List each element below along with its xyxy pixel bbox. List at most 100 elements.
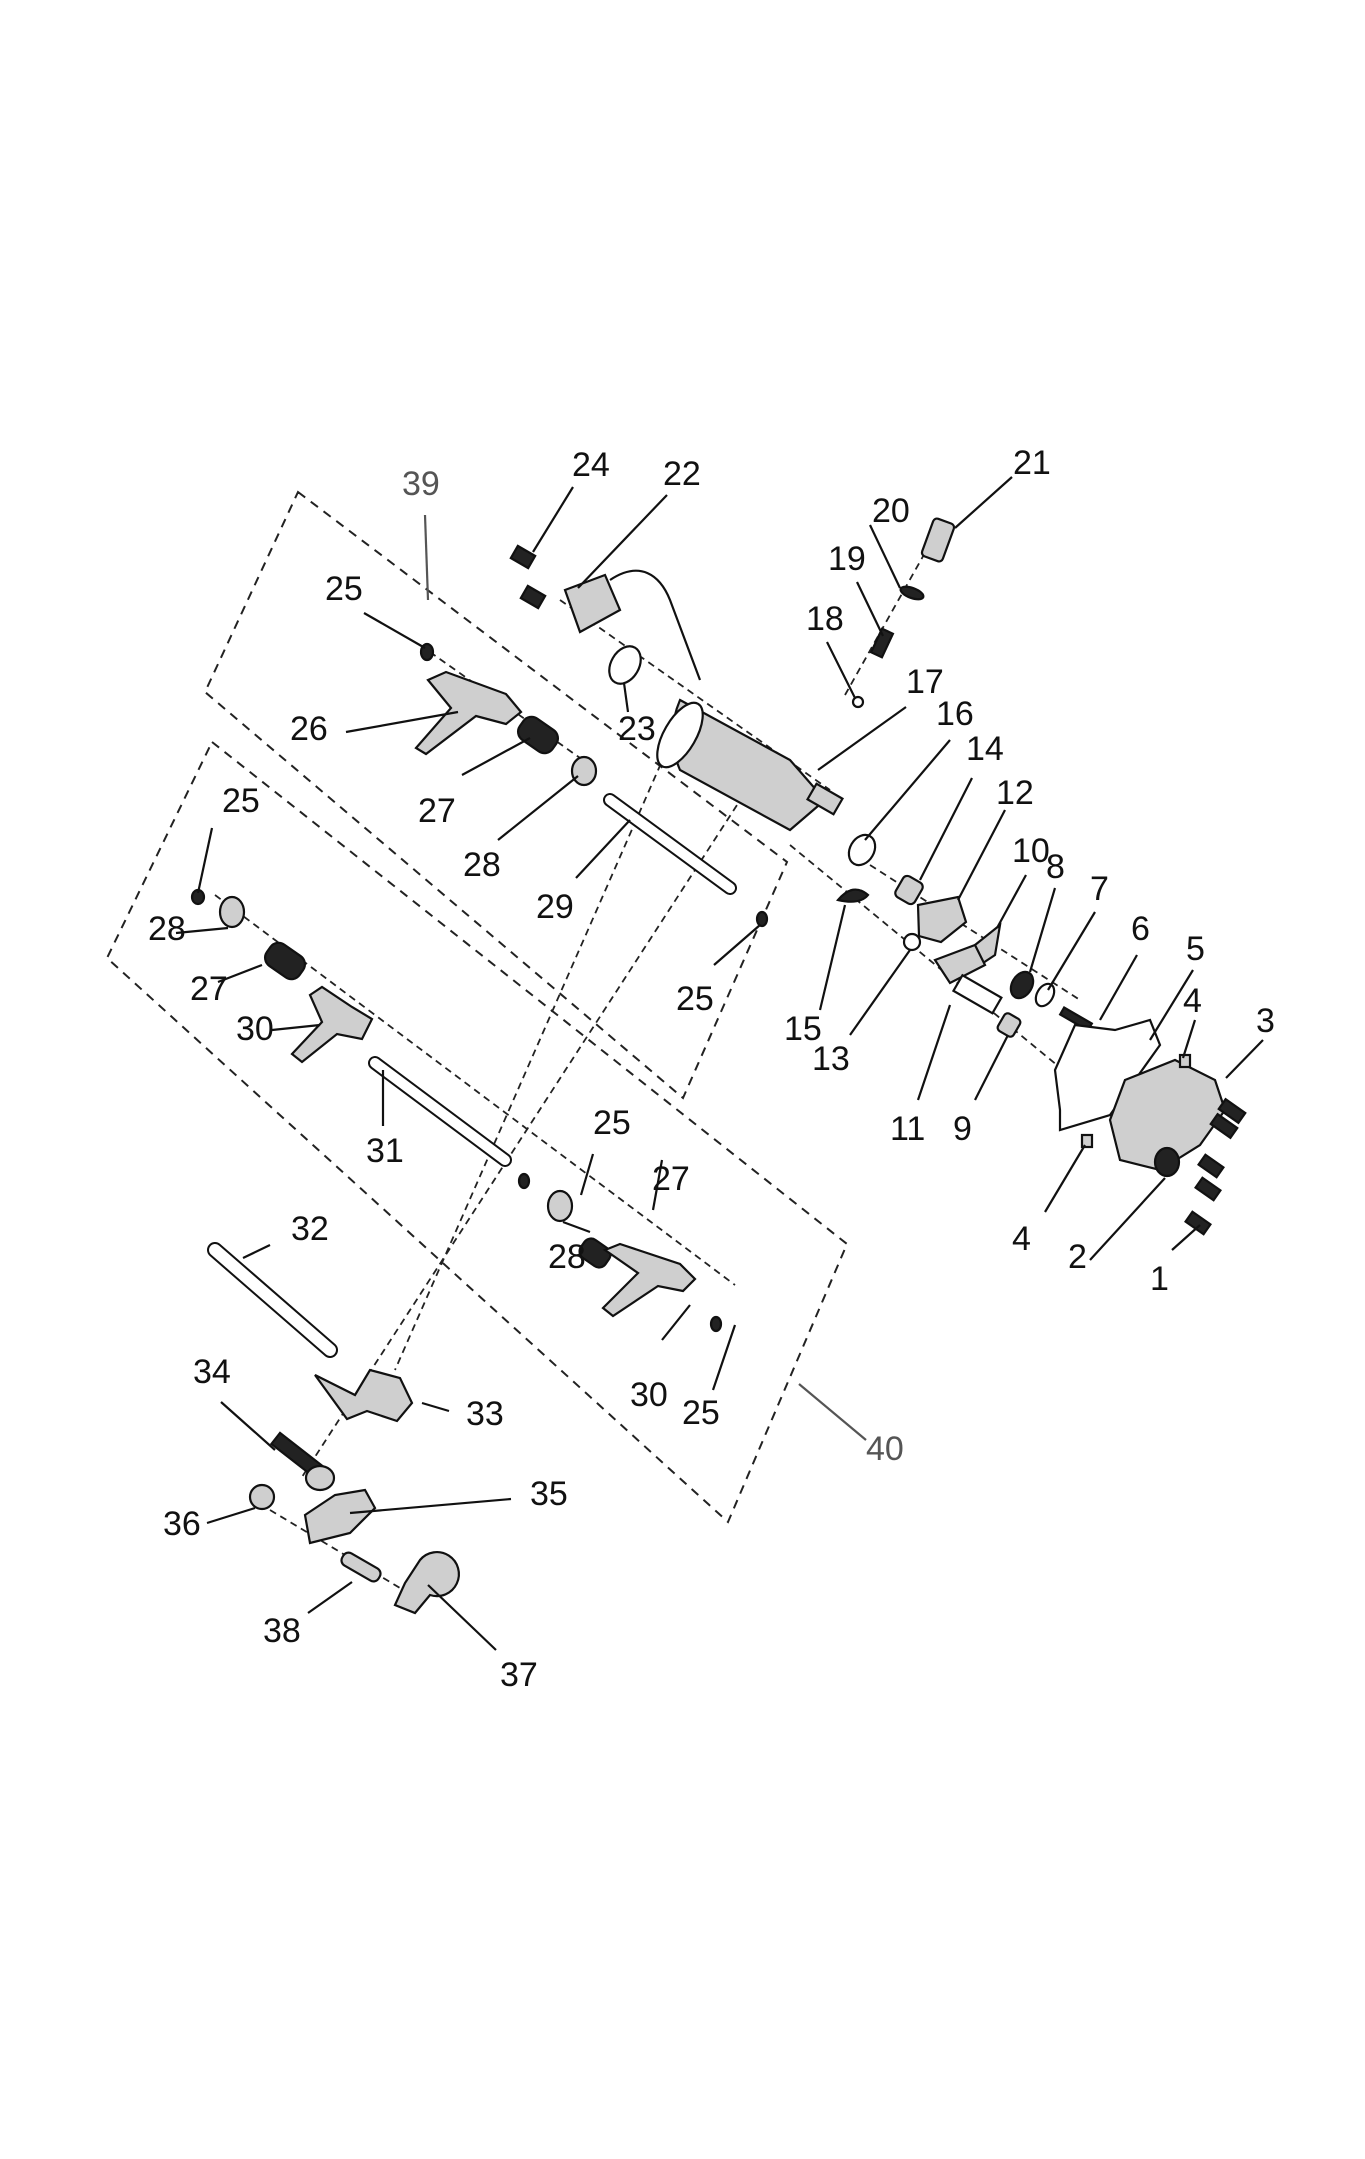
part-15-clip	[836, 888, 870, 903]
part-8-spring	[1009, 970, 1035, 1000]
callout-c25a: 25	[325, 570, 363, 608]
part-23-o-ring	[608, 645, 642, 685]
part-14-bush	[894, 874, 924, 906]
callout-c7: 7	[1090, 870, 1109, 908]
part-3-bolts	[1194, 1097, 1247, 1202]
part-20-washer	[899, 585, 925, 601]
leader-line-c12	[957, 809, 1006, 901]
callout-c32: 32	[291, 1210, 329, 1248]
leader-line-c10	[996, 874, 1027, 929]
leader-lines	[175, 476, 1264, 1651]
leader-line-c3	[1225, 1039, 1264, 1079]
leader-line-c32	[242, 1244, 271, 1259]
callout-c17: 17	[906, 663, 944, 701]
callout-c3: 3	[1256, 1002, 1275, 1040]
leader-line-c15	[818, 904, 847, 1011]
part-7-washer	[1034, 982, 1056, 1008]
leader-line-c40	[798, 1383, 867, 1441]
part-16-washer	[847, 833, 877, 867]
leader-line-c30b	[661, 1304, 691, 1341]
part-27-roller-left	[263, 941, 307, 981]
callout-c31: 31	[366, 1132, 404, 1170]
part-27-roller-lower	[578, 1237, 612, 1269]
leader-line-c23	[622, 682, 630, 713]
callout-c14: 14	[966, 730, 1004, 768]
callout-c9: 9	[953, 1110, 972, 1148]
callout-c26: 26	[290, 710, 328, 748]
leader-line-c25a	[363, 612, 426, 649]
part-1-bolt	[1184, 1210, 1212, 1236]
callout-c11: 11	[890, 1110, 925, 1148]
callout-c30b: 30	[630, 1376, 668, 1414]
leader-line-c38	[307, 1581, 353, 1614]
callout-c6: 6	[1131, 910, 1150, 948]
leader-line-c27a	[461, 737, 531, 776]
callout-c40: 40	[866, 1430, 904, 1468]
leader-line-c19	[856, 581, 884, 637]
callout-c27c: 27	[652, 1160, 690, 1198]
callout-labels: 1234456789101112131415161718192021222324…	[148, 444, 1275, 1694]
part-38-pin	[340, 1551, 382, 1583]
part-30-selector-fork-left	[290, 985, 374, 1064]
leader-line-c9	[974, 1034, 1009, 1101]
callout-c25b: 25	[676, 980, 714, 1018]
callout-c33: 33	[466, 1395, 504, 1433]
part-29-fork-shaft	[603, 793, 737, 895]
leader-line-c28b	[175, 926, 229, 935]
part-12-stopper-plate	[916, 895, 968, 944]
assembly-group-39-boundary	[203, 490, 789, 1100]
callout-c30a: 30	[236, 1010, 274, 1048]
callout-c23: 23	[618, 710, 656, 748]
callout-c21: 21	[1013, 444, 1051, 482]
leader-line-c36	[206, 1506, 256, 1525]
part-32-shaft	[207, 1242, 338, 1358]
part-2-oil-seal	[1153, 1146, 1181, 1178]
leader-line-c25b	[713, 924, 761, 966]
part-31-fork-shaft	[368, 1056, 512, 1167]
callout-c20: 20	[872, 492, 910, 530]
callout-c36: 36	[163, 1505, 201, 1543]
part-37-plate	[393, 1551, 460, 1615]
leader-line-c14	[919, 777, 973, 881]
leader-line-c22	[577, 494, 668, 589]
part-22-sensor	[563, 569, 702, 681]
part-25-circlip-shaft-end	[755, 910, 769, 928]
leader-line-c2	[1089, 1177, 1166, 1261]
part-28-roller-upper	[570, 755, 598, 787]
callout-c4b: 4	[1012, 1220, 1031, 1258]
part-4-dowel-lower	[1080, 1133, 1094, 1149]
part-19-spring	[869, 627, 895, 659]
part-25-circlip-mid	[517, 1172, 531, 1190]
callout-c28a: 28	[463, 846, 501, 884]
leader-line-c5	[1149, 969, 1194, 1041]
part-27-roller-upper	[516, 715, 560, 755]
leader-line-c20	[869, 524, 901, 589]
part-36-bolt	[248, 1483, 276, 1511]
callout-c35: 35	[530, 1475, 568, 1513]
callout-c16: 16	[936, 695, 974, 733]
leader-line-c4b	[1044, 1144, 1086, 1213]
leader-line-c33	[421, 1401, 450, 1413]
callout-c13: 13	[812, 1040, 850, 1078]
callout-c25d: 25	[593, 1104, 631, 1142]
leader-line-c4a	[1181, 1019, 1197, 1059]
callout-c34: 34	[193, 1353, 231, 1391]
leader-line-c16	[864, 739, 951, 841]
leader-line-c29	[575, 819, 631, 879]
leader-line-c1	[1171, 1224, 1201, 1251]
leader-line-c25d	[579, 1153, 595, 1196]
leader-line-c18	[826, 641, 856, 699]
leader-line-c25c	[196, 827, 214, 894]
part-28-roller-lower	[546, 1189, 574, 1223]
leader-line-c11	[916, 1004, 952, 1101]
callout-c15: 15	[784, 1010, 822, 1048]
part-33-arm	[314, 1368, 414, 1423]
leader-line-c35	[349, 1497, 512, 1515]
leader-line-c24	[532, 486, 574, 553]
callout-c28c: 28	[548, 1238, 586, 1276]
part-11-shift-shaft	[933, 943, 1003, 1015]
callout-c24: 24	[572, 446, 610, 484]
callout-c8: 8	[1046, 848, 1065, 886]
part-35-arm	[303, 1488, 377, 1545]
callout-c25e: 25	[682, 1394, 720, 1432]
